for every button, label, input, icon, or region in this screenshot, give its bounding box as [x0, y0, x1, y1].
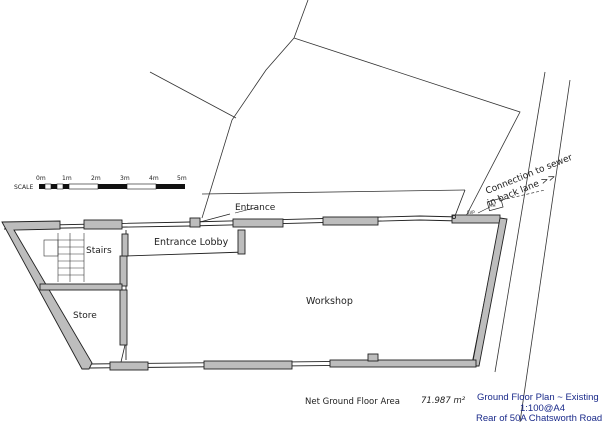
stairs-treads	[43, 233, 85, 282]
scale-label: SCALE	[14, 184, 33, 191]
scale-segment	[63, 184, 69, 189]
area-value: 71.987 m²	[421, 396, 466, 406]
gate-line	[454, 189, 466, 217]
pipe-line	[477, 206, 491, 214]
scale-segment	[39, 184, 45, 189]
scale-segment	[44, 183, 52, 190]
scale-tick-label: 0m	[36, 175, 46, 182]
site-boundary-lines	[149, 0, 571, 422]
scale-tick-label: 4m	[149, 175, 159, 182]
back-lane-line-right	[519, 79, 571, 422]
front-wall-segment	[322, 216, 379, 226]
sewer-pipe-line	[501, 189, 546, 201]
left-wall	[1, 220, 93, 370]
store-wall	[39, 283, 123, 291]
front-wall-segment	[451, 214, 501, 224]
manhole-box	[486, 197, 504, 212]
sewer-connection: MH SVP	[467, 189, 546, 215]
stairs-landing	[43, 239, 59, 257]
scale-segment	[68, 183, 99, 190]
rear-wall-segment	[203, 360, 293, 370]
boundary-line-diagonal	[149, 71, 237, 119]
lobby-wall-line	[125, 251, 246, 257]
back-lane-line-left	[494, 71, 546, 373]
area-label: Net Ground Floor Area	[305, 397, 400, 407]
scale-segment	[98, 184, 127, 189]
partition-wall	[119, 255, 128, 287]
title-line2: 1:100@A4	[520, 403, 565, 414]
scale-tick-label: 2m	[91, 175, 101, 182]
title-line3: Rear of 50A Chatsworth Road	[476, 413, 602, 422]
right-wall	[471, 217, 508, 367]
stairs-wall	[121, 233, 129, 257]
scale-tick-label: 5m	[177, 175, 187, 182]
front-wall-segment	[232, 218, 284, 228]
entrance-door-leaf	[199, 213, 231, 223]
boundary-line-right	[293, 37, 521, 219]
area-note: Net Ground Floor Area 71.987 m²	[305, 396, 466, 407]
rear-door-leaf	[120, 344, 126, 363]
front-wall-segment	[83, 219, 123, 230]
scale-segment	[156, 184, 185, 189]
entrance-lobby-label: Entrance Lobby	[154, 237, 229, 248]
scale-segment	[51, 184, 57, 189]
scale-bar: SCALE 0m 1m 2m 3m 4m 5m	[14, 175, 187, 191]
entrance-label: Entrance	[235, 203, 276, 213]
scale-tick-label: 1m	[62, 175, 72, 182]
rear-wall-segment	[329, 359, 477, 368]
rear-wall-pier	[367, 353, 379, 362]
walls	[1, 214, 508, 371]
doors	[120, 189, 466, 363]
boundary-line-lower	[201, 189, 466, 195]
workshop-label: Workshop	[306, 296, 353, 307]
scale-segment	[126, 183, 157, 190]
stairs-label: Stairs	[86, 246, 112, 256]
front-wall-pier	[189, 217, 201, 228]
scale-tick-label: 3m	[120, 175, 130, 182]
store-label: Store	[73, 311, 97, 321]
title-block: Ground Floor Plan ~ Existing 1:100@A4 Re…	[476, 392, 602, 422]
rear-wall-segment	[109, 361, 149, 371]
manhole-label: MH	[489, 203, 495, 208]
boundary-line-left	[201, 0, 309, 219]
gate-post	[451, 214, 456, 219]
partition-wall	[119, 289, 128, 346]
svp-label: SVP	[467, 210, 475, 215]
lobby-side-wall	[237, 229, 246, 255]
scale-segment	[56, 183, 64, 190]
title-line1: Ground Floor Plan ~ Existing	[477, 392, 599, 403]
entrance-leader-line	[234, 206, 259, 214]
